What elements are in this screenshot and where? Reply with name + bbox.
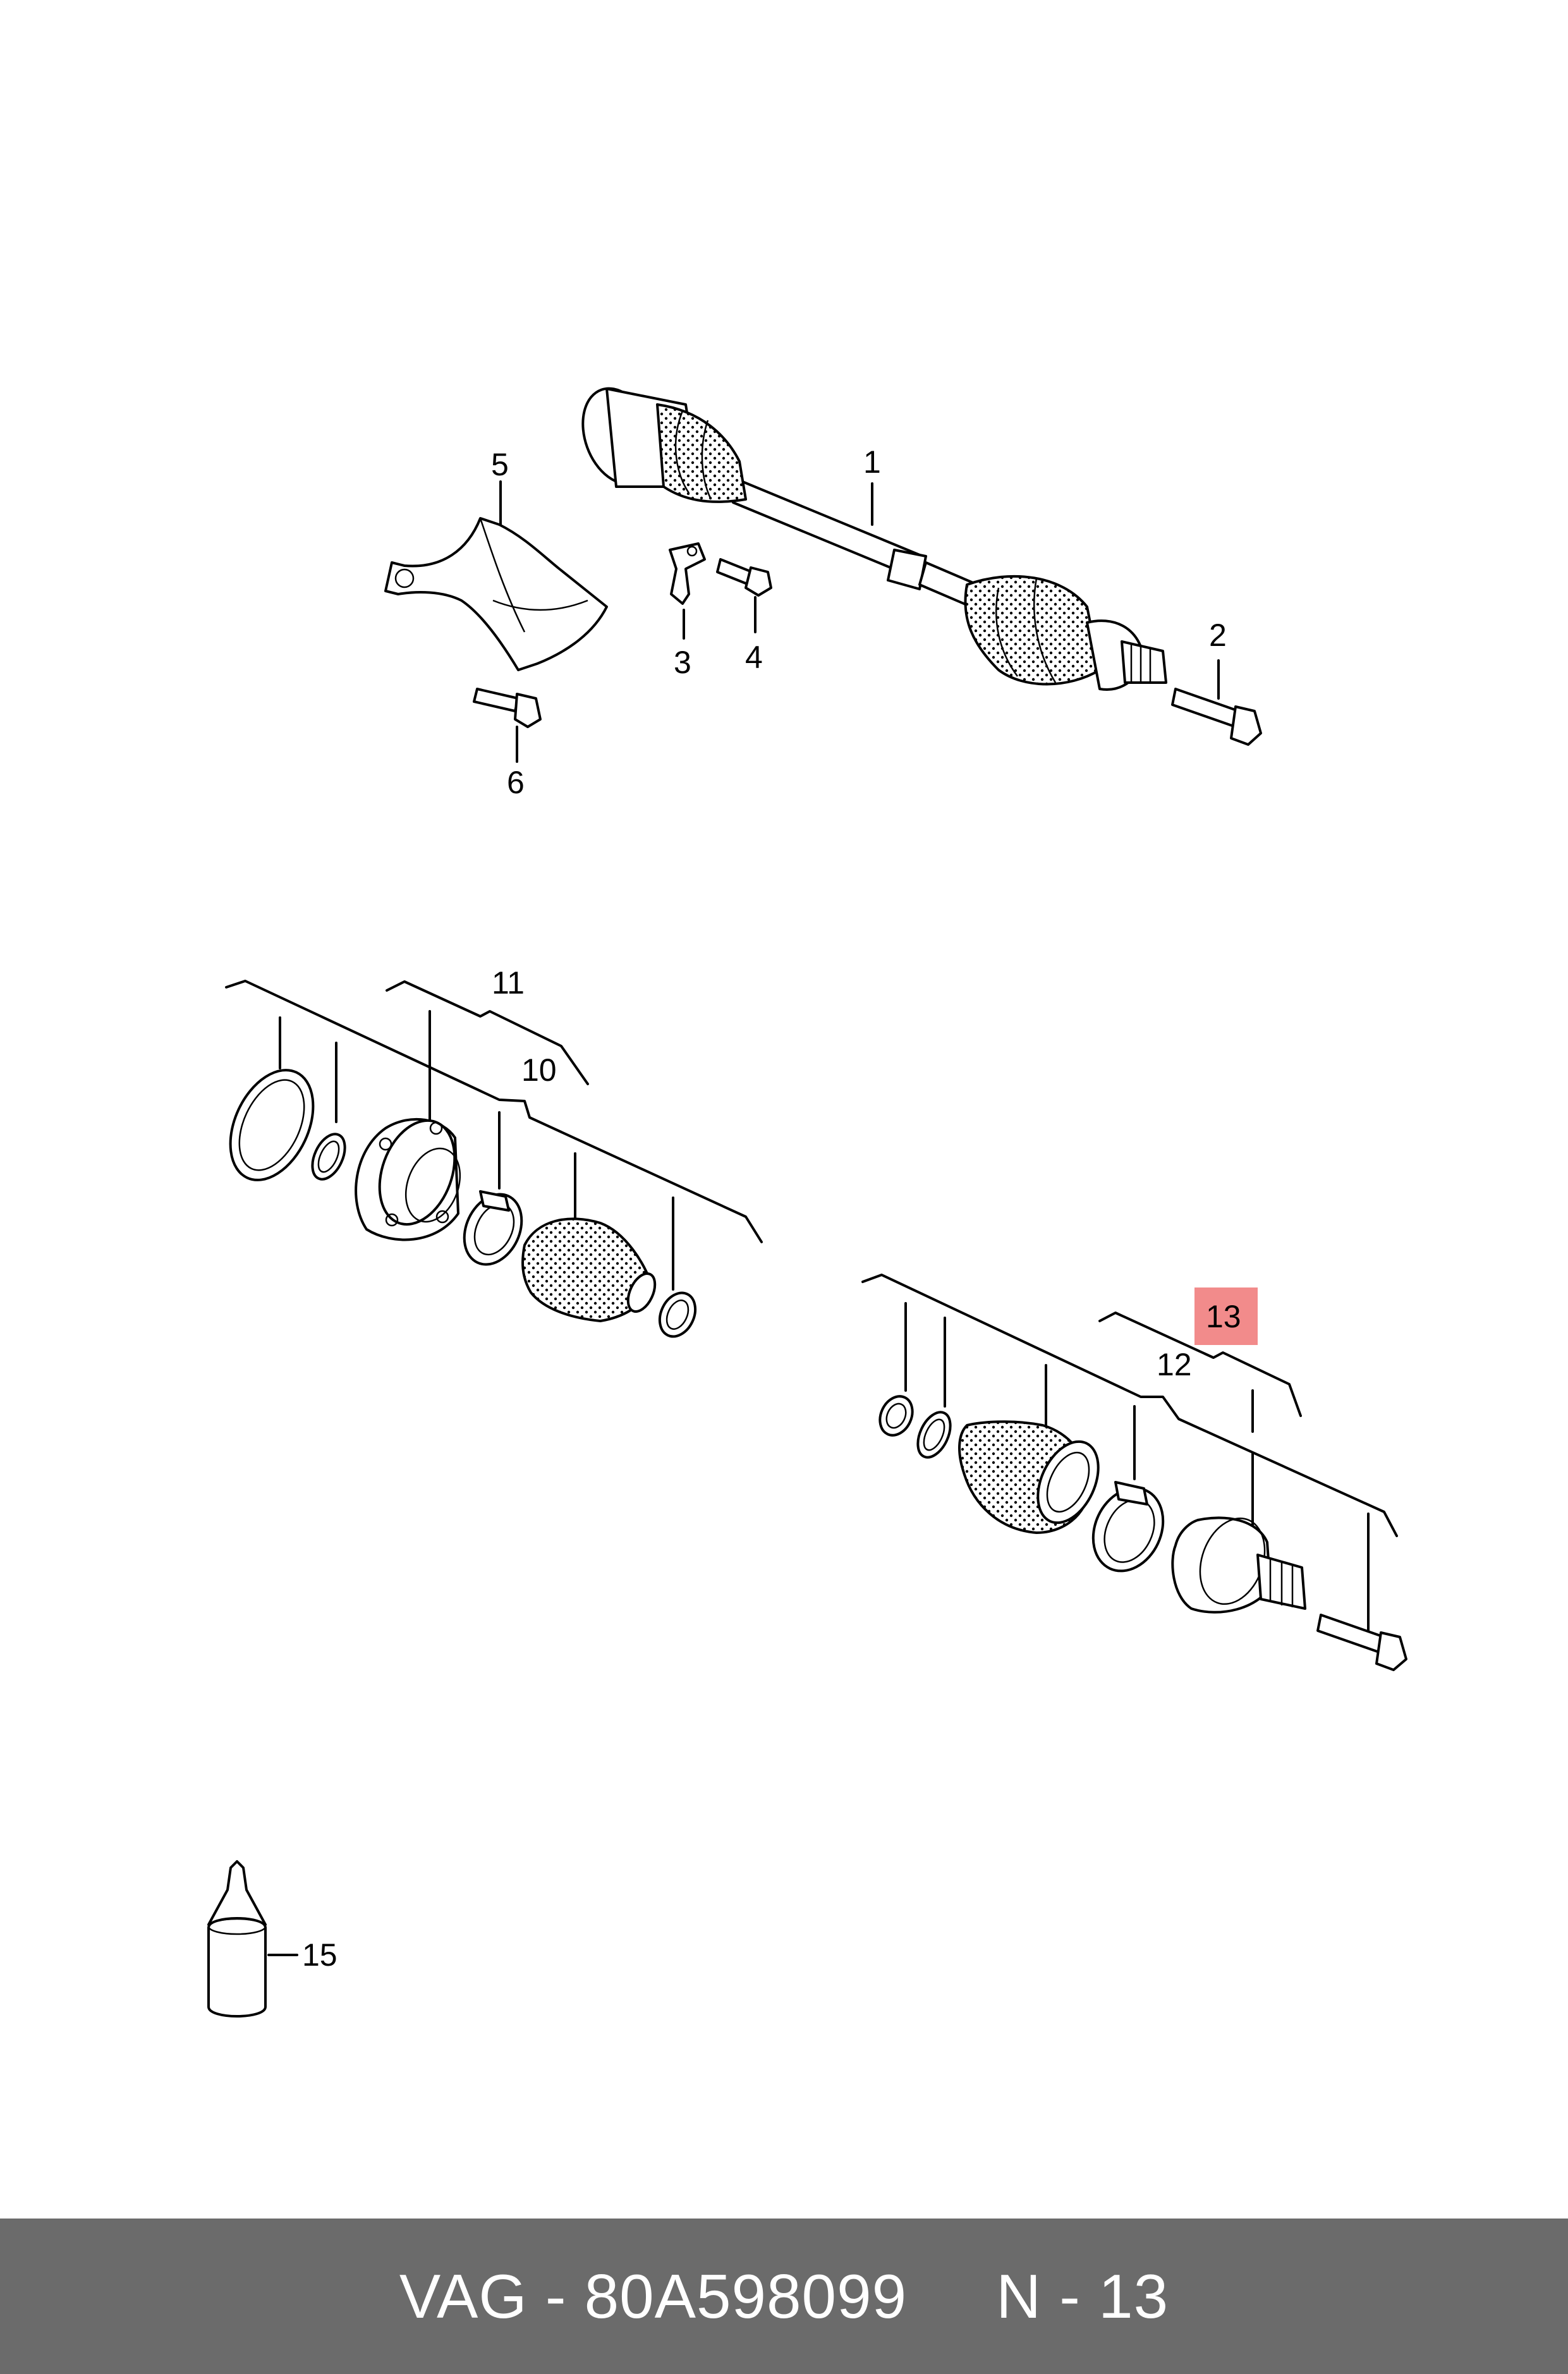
kit-parts-left <box>229 1069 697 1338</box>
kit-brackets-right <box>861 1274 1398 1641</box>
screw-4 <box>716 558 772 597</box>
callout-5: 5 <box>491 447 509 482</box>
part-number-label: VAG - 80A598099 N - 13 <box>399 2261 1169 2331</box>
callout-13: 13 <box>1206 1299 1241 1334</box>
heat-shield-5 <box>384 517 608 671</box>
drive-shaft-assembly <box>581 387 1167 691</box>
kit-parts-right <box>878 1395 1407 1671</box>
callout-2: 2 <box>1209 618 1227 653</box>
bolt-6 <box>473 688 542 728</box>
top-leaders <box>499 480 1220 763</box>
footer-bar: VAG - 80A598099 N - 13 <box>0 2219 1568 2374</box>
grease-tube-15 <box>207 1860 298 2018</box>
callout-1: 1 <box>863 444 881 480</box>
kit-brackets-left <box>225 980 763 1291</box>
callout-15: 15 <box>302 1937 337 1973</box>
parts-diagram: 1 2 3 4 5 6 10 11 12 13 15 <box>207 387 1407 2018</box>
callout-12: 12 <box>1157 1347 1192 1382</box>
locking-plate-3 <box>669 542 706 605</box>
callout-11: 11 <box>492 965 525 1001</box>
bolt-2 <box>1171 688 1262 746</box>
callout-4: 4 <box>745 640 763 675</box>
callout-6: 6 <box>507 765 525 800</box>
callout-10: 10 <box>521 1052 557 1088</box>
callout-3: 3 <box>674 645 691 680</box>
highlight-13 <box>1194 1287 1258 1345</box>
